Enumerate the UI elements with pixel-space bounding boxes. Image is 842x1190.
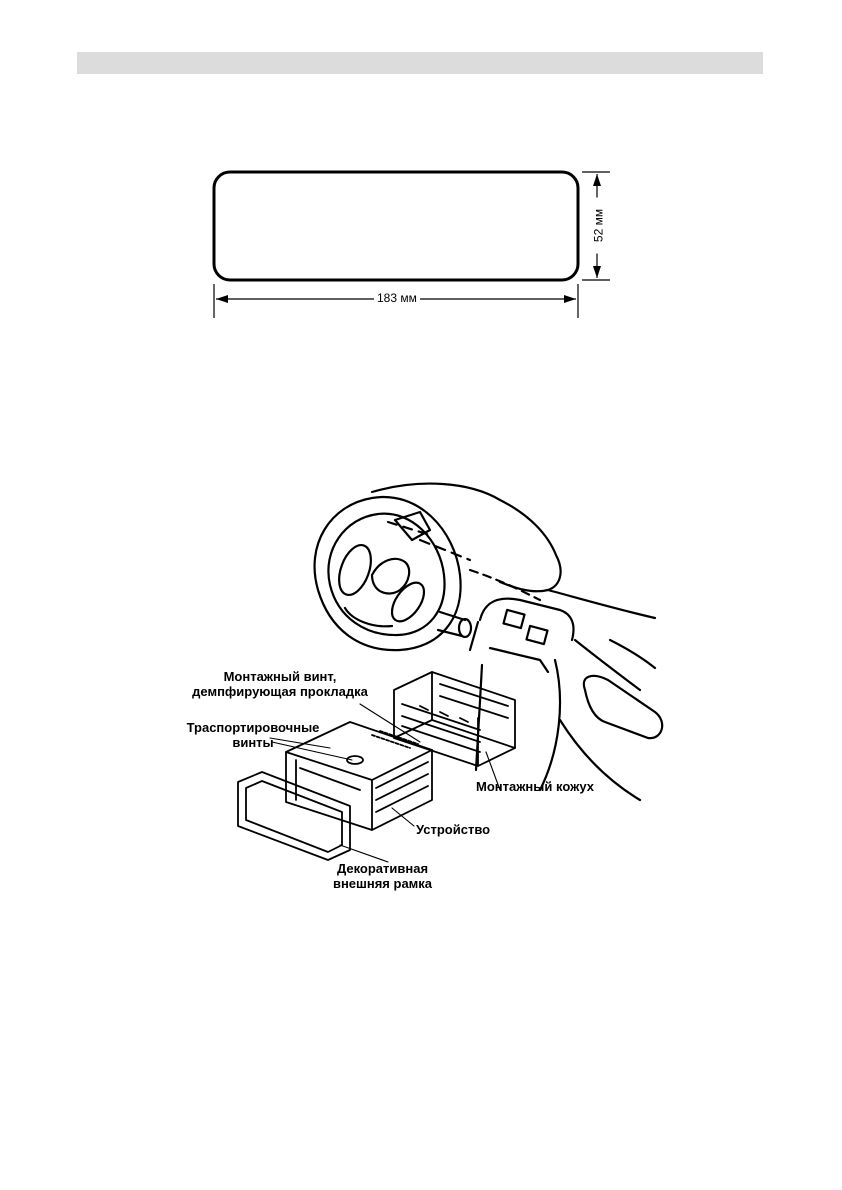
dashboard-lower-line	[546, 588, 657, 620]
head-unit-drawing	[285, 721, 433, 831]
din-opening-outline	[212, 170, 580, 282]
label-transport-screws-line2: винты	[232, 735, 274, 750]
mounting-sleeve-drawing	[393, 671, 516, 767]
glove-box	[582, 674, 664, 740]
width-dimension-label: 183 мм	[374, 291, 420, 306]
leader-transport-screws-2	[271, 741, 353, 761]
section-header-bar	[77, 52, 763, 74]
leader-mounting-screw	[359, 703, 421, 743]
height-arrow-top	[593, 174, 601, 186]
center-console	[468, 597, 575, 792]
steering-column	[436, 610, 467, 638]
height-arrow-bottom	[593, 266, 601, 278]
dashboard-dash-line	[418, 538, 472, 562]
leader-transport-screws-1	[269, 737, 331, 749]
width-arrow-right	[564, 295, 576, 303]
label-trim-frame-line1: Декоративная	[336, 861, 429, 876]
label-mounting-screw: Монтажный винт, демпфирующая прокладка	[180, 669, 380, 699]
steering-wheel	[313, 495, 462, 652]
label-mounting-sleeve: Монтажный кожух	[476, 779, 594, 794]
label-mounting-screw-line2: демпфирующая прокладка	[192, 684, 368, 699]
leader-unit	[391, 807, 415, 827]
label-trim-frame: Декоративная внешняя рамка	[320, 861, 445, 891]
width-arrow-left	[216, 295, 228, 303]
label-mounting-screw-line1: Монтажный винт,	[223, 669, 337, 684]
label-trim-frame-line2: внешняя рамка	[332, 876, 433, 891]
trim-frame-drawing	[237, 771, 351, 861]
dashboard-top-contour	[370, 482, 562, 593]
leader-trim-frame	[339, 844, 389, 863]
label-unit: Устройство	[416, 822, 491, 837]
leader-mounting-sleeve	[485, 751, 501, 791]
label-transport-screws-line1: Траспортировочные	[186, 720, 320, 735]
label-transport-screws: Траспортировочные винты	[178, 720, 328, 750]
